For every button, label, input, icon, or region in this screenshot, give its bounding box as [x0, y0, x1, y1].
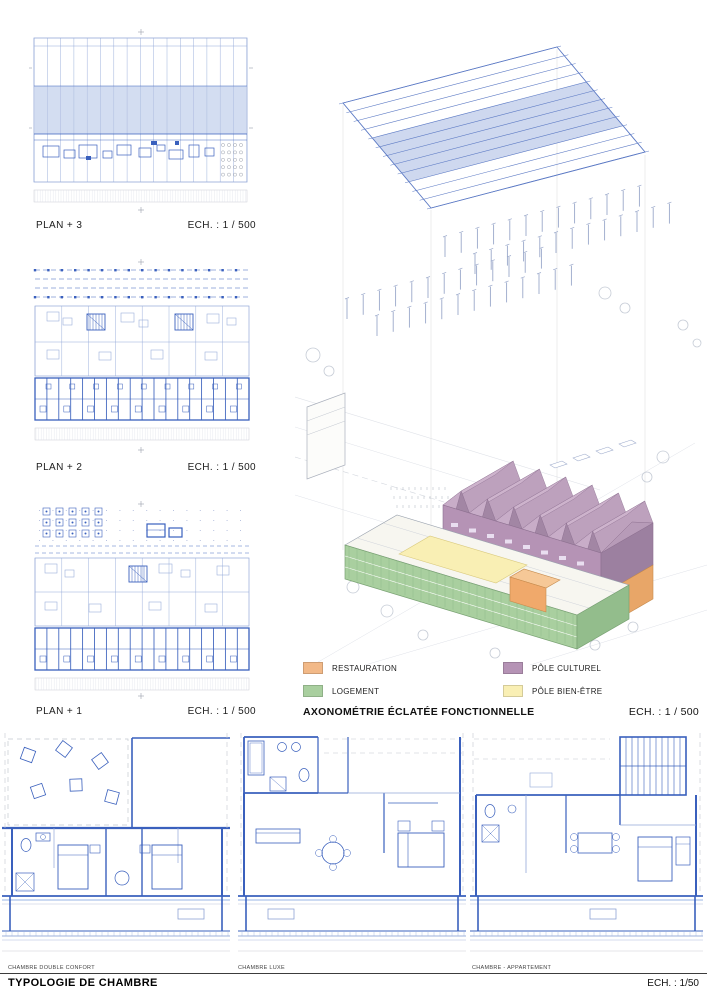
- legend-item-restauration: RESTAURATION: [303, 658, 503, 678]
- legend-item-pole-bien-etre: PÔLE BIEN-ÊTRE: [503, 681, 703, 701]
- typology-caption: TYPOLOGIE DE CHAMBRE ECH. : 1/50: [8, 977, 699, 989]
- typology-title: TYPOLOGIE DE CHAMBRE: [8, 977, 158, 989]
- plan-1-drawing: [34, 501, 250, 699]
- legend-item-pole-culturel: PÔLE CULTUREL: [503, 658, 703, 678]
- axonometry-legend: RESTAURATION LOGEMENT PÔLE CULTUREL PÔLE…: [303, 658, 703, 701]
- axonometry-title: AXONOMÉTRIE ÉCLATÉE FONCTIONNELLE: [303, 706, 535, 718]
- room-label-appartement: CHAMBRE - APPARTEMENT: [472, 965, 552, 971]
- legend-label-logement: LOGEMENT: [332, 686, 380, 696]
- plan-1-label: PLAN + 1: [36, 706, 83, 717]
- plan-3-caption: PLAN + 3 ECH. : 1 / 500: [36, 220, 256, 231]
- legend-swatch-logement: [303, 685, 323, 697]
- plan-2-scale: ECH. : 1 / 500: [187, 462, 256, 473]
- typology-scale: ECH. : 1/50: [647, 978, 699, 989]
- plan-2-caption: PLAN + 2 ECH. : 1 / 500: [36, 462, 256, 473]
- plan-1-caption: PLAN + 1 ECH. : 1 / 500: [36, 706, 256, 717]
- plan-3-drawing: [29, 29, 253, 213]
- plan-1-scale: ECH. : 1 / 500: [187, 706, 256, 717]
- plan-2-drawing: [33, 259, 250, 453]
- room-label-luxe: CHAMBRE LUXE: [238, 965, 285, 971]
- axonometry-scale: ECH. : 1 / 500: [628, 706, 699, 718]
- room-plan-appartement: [470, 733, 703, 952]
- plan-3-scale: ECH. : 1 / 500: [187, 220, 256, 231]
- legend-swatch-pole-culturel: [503, 662, 523, 674]
- legend-swatch-pole-bien-etre: [503, 685, 523, 697]
- axonometry-drawing: [295, 45, 707, 665]
- room-plan-double-confort: [2, 733, 230, 952]
- divider-line: [0, 973, 707, 974]
- legend-label-restauration: RESTAURATION: [332, 663, 398, 673]
- legend-item-logement: LOGEMENT: [303, 681, 503, 701]
- legend-label-pole-bien-etre: PÔLE BIEN-ÊTRE: [532, 686, 603, 696]
- legend-swatch-restauration: [303, 662, 323, 674]
- plan-3-label: PLAN + 3: [36, 220, 83, 231]
- room-plan-luxe: [238, 733, 466, 952]
- room-label-double-confort: CHAMBRE DOUBLE CONFORT: [8, 965, 95, 971]
- plan-2-label: PLAN + 2: [36, 462, 83, 473]
- axonometry-caption: AXONOMÉTRIE ÉCLATÉE FONCTIONNELLE ECH. :…: [303, 706, 699, 718]
- legend-label-pole-culturel: PÔLE CULTUREL: [532, 663, 602, 673]
